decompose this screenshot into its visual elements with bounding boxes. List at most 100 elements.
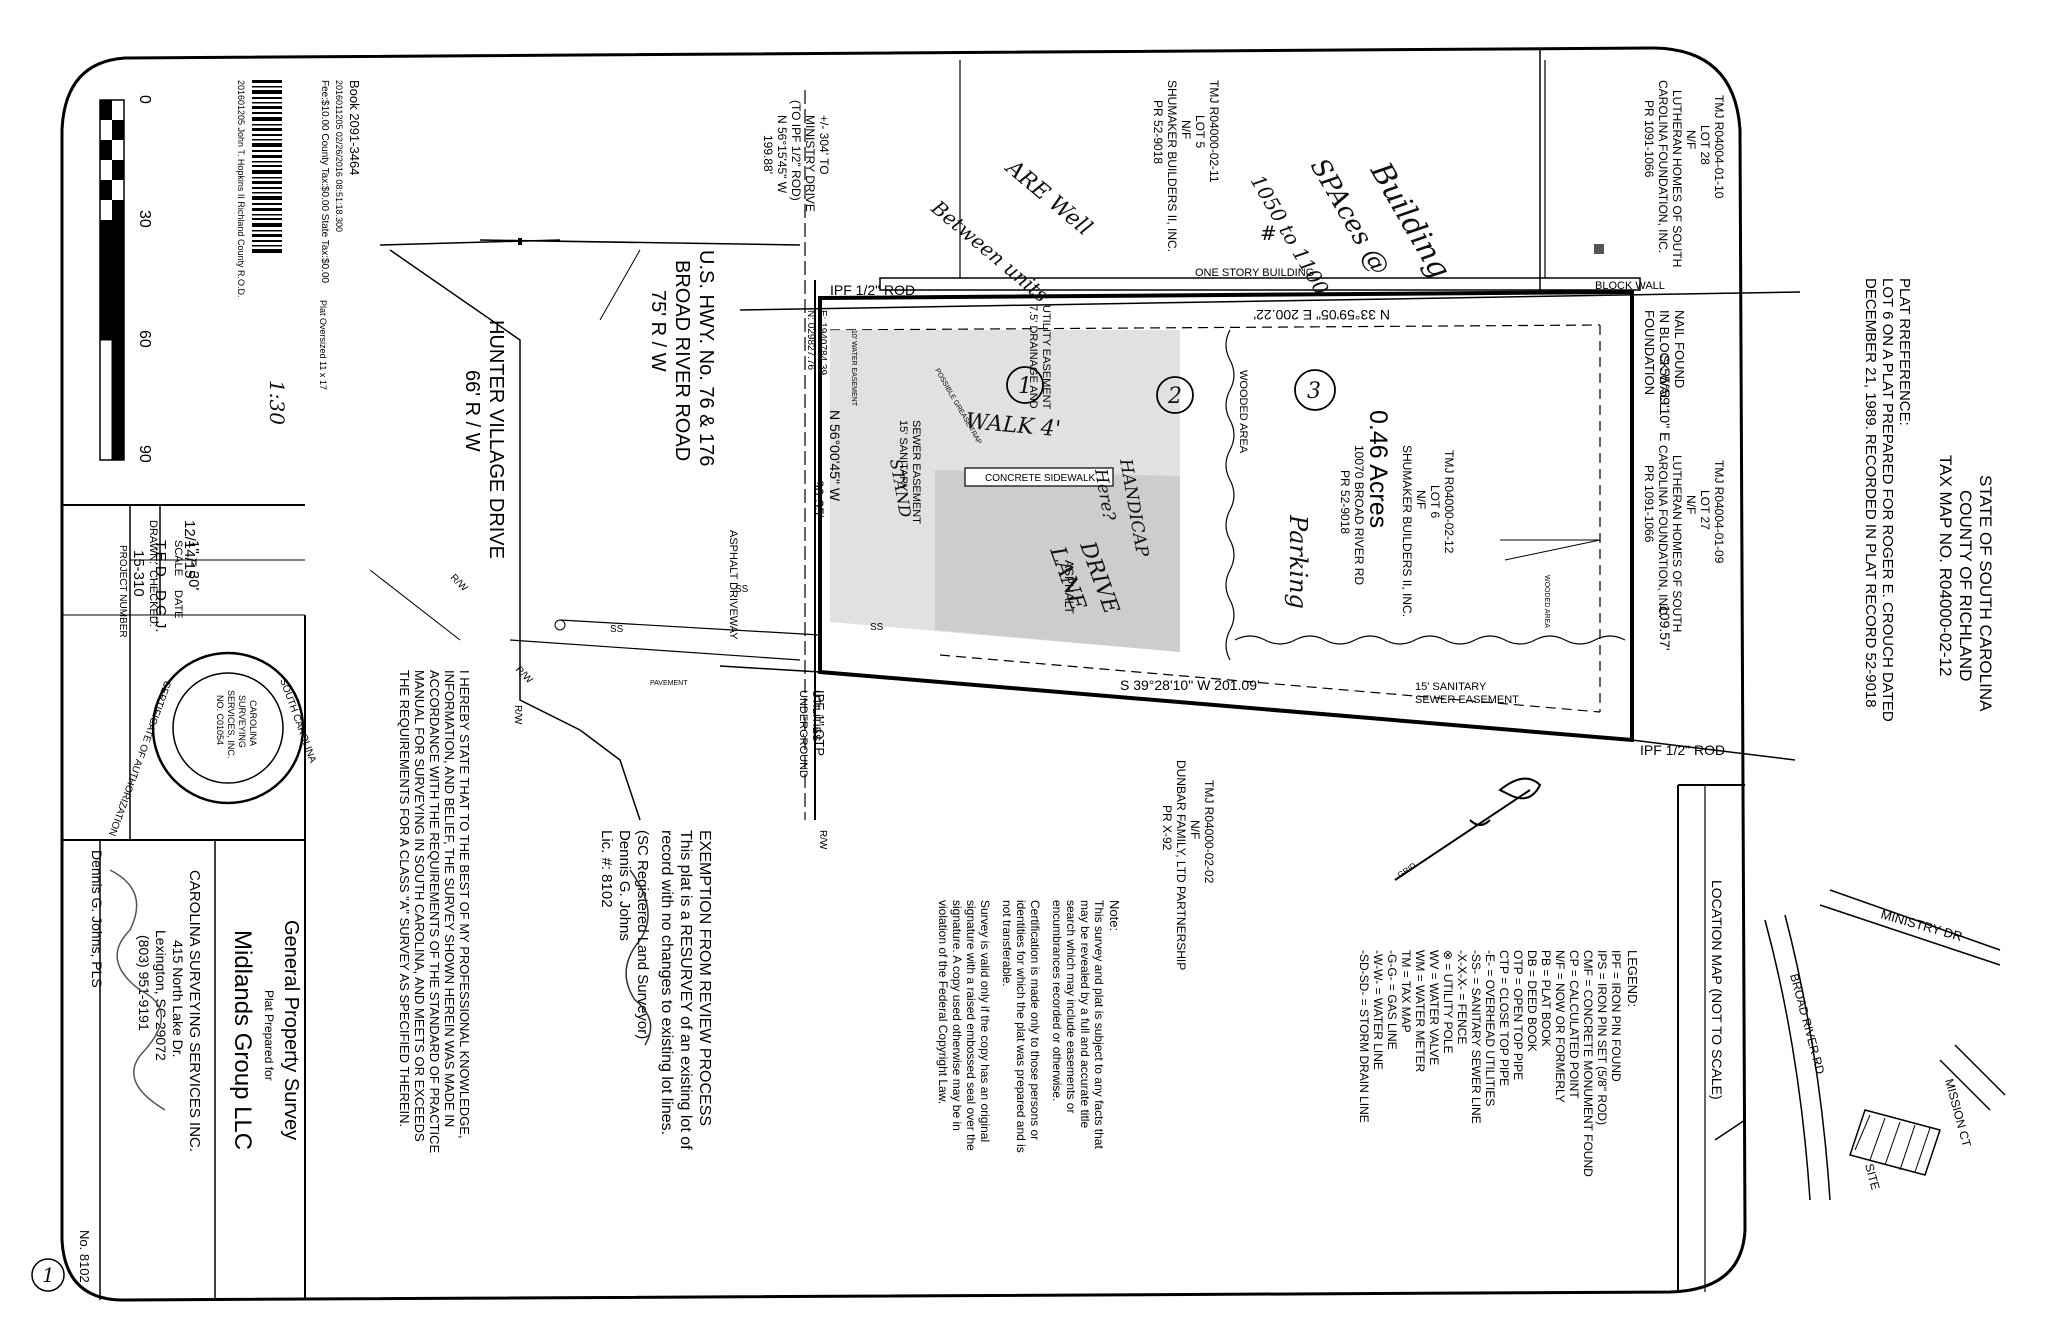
svg-text:IPF = IRON PIN FOUND: IPF = IRON PIN FOUND	[1609, 950, 1623, 1082]
scale-tick-90: 90	[136, 445, 153, 463]
svg-text:Dennis G. Johns: Dennis G. Johns	[616, 830, 633, 941]
svg-text:N/F: N/F	[1414, 490, 1428, 509]
svg-text:+/- 304' TO: +/- 304' TO	[817, 115, 831, 175]
svg-text:NO. C01054: NO. C01054	[215, 695, 225, 745]
svg-text:CMF = CONCRETE MONUMENT FOU: CMF = CONCRETE MONUMENT FOUND	[1581, 950, 1595, 1177]
svg-text:SERVICES, INC.: SERVICES, INC.	[226, 690, 236, 758]
ss-label-1: SS	[610, 624, 624, 635]
svg-text:NAIL FOUND: NAIL FOUND	[1672, 310, 1687, 388]
recording-stamp: Book 2091-3464 2016011205 02/26/2016 08:…	[236, 80, 362, 425]
svg-text:MANUAL FOR SURVEYING IN SOUTH: MANUAL FOR SURVEYING IN SOUTH CAROLINA, …	[412, 670, 427, 1142]
book-number: Book 2091-3464	[347, 80, 362, 175]
svg-text:I HEREBY STATE THAT TO THE BES: I HEREBY STATE THAT TO THE BEST OF MY PR…	[457, 670, 472, 1139]
svg-text:FOUNDATION: FOUNDATION	[1642, 310, 1657, 395]
ipf-top-label: IPF 1/2" ROD	[830, 282, 915, 298]
svg-text:PR 1091-1066: PR 1091-1066	[1642, 465, 1656, 543]
svg-text:PR 1091-1066: PR 1091-1066	[1642, 100, 1656, 178]
svg-text:LOT 28: LOT 28	[1698, 125, 1712, 165]
recording-line: 2016011205 02/26/2016 08:51:18.300	[334, 80, 344, 232]
grid-label: GRID	[1396, 861, 1418, 880]
svg-text:N 56°15'45" W: N 56°15'45" W	[775, 115, 789, 194]
svg-text:-SD-SD- = STORM DRAIN LINE: -SD-SD- = STORM DRAIN LINE	[1357, 950, 1371, 1123]
svg-text:LOT 5: LOT 5	[1193, 115, 1207, 148]
ss-label-2: SS	[735, 584, 749, 595]
svg-text:DUNBAR FAMILY, LTD PARTNERSHIP: DUNBAR FAMILY, LTD PARTNERSHIP	[1174, 760, 1188, 970]
ss-label-3: SS	[870, 622, 884, 633]
drawn-label: DRAWN:	[147, 520, 159, 564]
adjoiner-r04000-02-02: TMJ R04000-02-02 N/F DUNBAR FAMILY, LTD …	[1160, 760, 1216, 970]
asphalt-drive-lane	[935, 470, 1180, 652]
svg-text:OTP = OPEN TOP PIPE: OTP = OPEN TOP PIPE	[1511, 950, 1525, 1080]
state-header: STATE OF SOUTH CAROLINA COUNTY OF RICHLA…	[1936, 455, 1995, 712]
svg-text:CTP = CLOSE TOP PIPE: CTP = CLOSE TOP PIPE	[1497, 950, 1511, 1086]
plat-reference: PLAT RREFERENCE: LOT 6 ON A PLAT PREPARE…	[1862, 278, 1913, 722]
bearing-north: N 33°59'05" E 200.22'	[1253, 307, 1390, 323]
svg-text:-SS- = SANITARY SEWER LINE: -SS- = SANITARY SEWER LINE	[1469, 950, 1483, 1124]
location-map-site: SITE	[1862, 1162, 1882, 1191]
svg-text:This survey and plat is subjec: This survey and plat is subject to any f…	[1092, 900, 1106, 1149]
svg-text:record with no changes to exis: record with no changes to existing lot l…	[658, 830, 675, 1135]
svg-text:-W-W- = WATER LINE: -W-W- = WATER LINE	[1371, 950, 1385, 1070]
svg-text:PR X-92: PR X-92	[1160, 805, 1174, 851]
svg-text:-X-X-X- = FENCE: -X-X-X- = FENCE	[1455, 950, 1469, 1044]
fee-line: Fee:$10.00 County Tax:$0.00 State Tax:$0…	[319, 80, 330, 284]
concrete-sidewalk	[964, 467, 1114, 487]
svg-text:STATE OF SOUTH CAROLINA: STATE OF SOUTH CAROLINA	[1976, 475, 1995, 712]
underground-utilities-label: UNDERGROUND	[797, 690, 809, 778]
svg-text:HUNTER VILLAGE DRIVE: HUNTER VILLAGE DRIVE	[485, 320, 507, 559]
svg-text:signature with a raised emboss: signature with a raised embossed seal ov…	[964, 900, 978, 1151]
svg-text:TMJ R04004-01-10: TMJ R04004-01-10	[1712, 95, 1726, 199]
svg-text:Certification is made only to: Certification is made only to those pers…	[1028, 900, 1042, 1140]
svg-text:Parking: Parking	[1284, 514, 1312, 609]
svg-text:MINISTRY DRIVE: MINISTRY DRIVE	[803, 115, 817, 212]
scale-label: SCALE	[172, 540, 184, 576]
svg-text:TMJ R04000-02-11: TMJ R04000-02-11	[1207, 80, 1221, 183]
legend: LEGEND: IPF = IRON PIN FOUND IPS = IRON …	[1357, 950, 1640, 1177]
svg-text:N: 029827.76: N: 029827.76	[805, 310, 816, 370]
svg-text:PB = PLAT BOOK: PB = PLAT BOOK	[1539, 950, 1553, 1047]
pavement-label: PAVEMENT	[650, 680, 688, 687]
svg-text:N/F: N/F	[1684, 495, 1698, 514]
date-label: DATE	[172, 590, 184, 619]
adjoiner-r04004-01-09: TMJ R04004-01-09 LOT 27 N/F LUTHERAN HOM…	[1642, 445, 1726, 632]
svg-text:EXEMPTION FROM REVIEW PROCESS: EXEMPTION FROM REVIEW PROCESS	[696, 830, 713, 1126]
title-block-labels: DRAWN: T.E.D.	[147, 520, 169, 581]
one-story-building-label: ONE STORY BUILDING	[1195, 267, 1314, 279]
subject-lot-label: TMJ R04000-02-12 LOT 6 N/F SHUMAKER BUIL…	[1338, 410, 1456, 617]
checked-value: D.G.J.	[152, 590, 169, 633]
svg-text:3: 3	[1307, 379, 1321, 404]
corporate-seal: CAROLINA SURVEYING SERVICES, INC. NO. C0…	[106, 651, 318, 837]
bearing-west: N 56°00'45" W	[827, 410, 843, 502]
svg-text:PR 52-9018: PR 52-9018	[1151, 100, 1165, 164]
graphic-scale-bar: 0 30 60 90	[99, 95, 153, 463]
svg-text:identities for which the plat: identities for which the plat was prepar…	[1014, 900, 1028, 1153]
svg-text:CAROLINA FOUNDATION, INC.: CAROLINA FOUNDATION, INC.	[1656, 80, 1670, 253]
svg-text:This plat is a RESURVEY of an: This plat is a RESURVEY of an existing l…	[677, 830, 694, 1150]
scale-tick-0: 0	[136, 95, 153, 104]
sewer-easement-line	[939, 654, 1601, 713]
svg-text:TAX MAP NO. R04000-02-12: TAX MAP NO. R04000-02-12	[1936, 455, 1955, 676]
north-arrow: GRID	[1394, 777, 1542, 881]
svg-text:signature. A copy used otherwi: signature. A copy used otherwise may be …	[950, 900, 964, 1131]
surveyor-company: CAROLINA SURVEYING SERVICES INC. 415 Nor…	[136, 870, 203, 1152]
broad-river-road-label: U.S. HWY. No. 76 & 176 BROAD RIVER ROAD …	[647, 250, 717, 466]
svg-text:TMJ R04000-02-12: TMJ R04000-02-12	[1442, 450, 1456, 554]
svg-text:CP = CALCULATED POINT: CP = CALCULATED POINT	[1567, 950, 1581, 1099]
svg-text:TMJ R04000-02-02: TMJ R04000-02-02	[1202, 780, 1216, 884]
svg-text:66' R / W: 66' R / W	[461, 370, 483, 452]
svg-text:(803) 951-9191: (803) 951-9191	[136, 935, 152, 1031]
svg-text:TM = TAX MAP: TM = TAX MAP	[1399, 950, 1413, 1033]
svg-text:CAROLINA: CAROLINA	[248, 700, 258, 746]
oversized-note: Plat Oversized 11 x 17	[318, 300, 328, 390]
legend-title: LEGEND:	[1625, 950, 1640, 1007]
block-wall	[879, 277, 1641, 291]
block-wall-label: BLOCK WALL	[1595, 280, 1665, 292]
svg-text:199.88': 199.88'	[761, 135, 775, 174]
hunter-village-drive-label: HUNTER VILLAGE DRIVE 66' R / W	[461, 320, 507, 559]
svg-text:encumbrances recorded or other: encumbrances recorded or otherwise.	[1050, 900, 1064, 1101]
scale-tick-30: 30	[136, 210, 153, 228]
location-map-mission: MISSION CT	[1942, 1077, 1974, 1149]
svg-text:BROAD RIVER ROAD: BROAD RIVER ROAD	[671, 260, 693, 461]
svg-text:SURVEYING: SURVEYING	[237, 695, 247, 748]
